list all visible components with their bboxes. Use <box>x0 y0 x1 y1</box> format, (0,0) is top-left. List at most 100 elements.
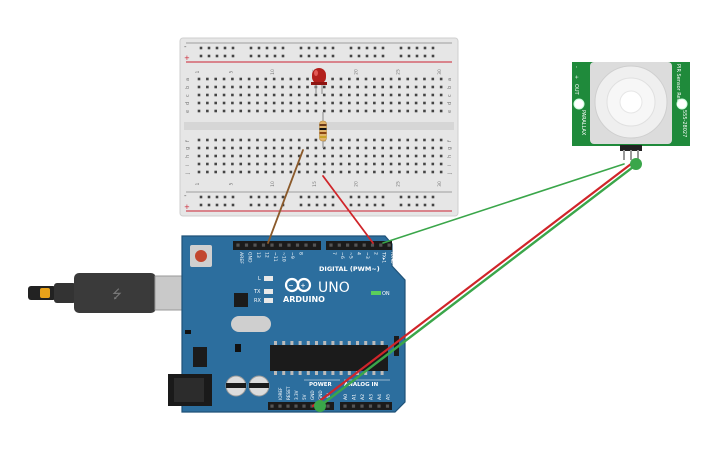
breadboard-hole[interactable] <box>256 138 259 142</box>
breadboard-hole[interactable] <box>289 101 293 105</box>
rail-hole[interactable] <box>265 203 269 207</box>
rail-hole[interactable] <box>349 195 353 199</box>
rail-hole[interactable] <box>373 54 377 58</box>
breadboard-hole[interactable] <box>306 85 309 89</box>
breadboard-hole[interactable] <box>398 85 401 89</box>
breadboard-hole[interactable] <box>414 101 418 105</box>
rail-hole[interactable] <box>257 203 261 207</box>
breadboard-hole[interactable] <box>331 146 334 150</box>
breadboard-hole[interactable] <box>348 101 351 105</box>
breadboard-hole[interactable] <box>239 85 243 89</box>
rail-hole[interactable] <box>273 195 277 199</box>
breadboard-hole[interactable] <box>272 93 276 97</box>
rail-hole[interactable] <box>407 195 411 199</box>
breadboard-hole[interactable] <box>406 138 410 142</box>
breadboard-hole[interactable] <box>406 162 410 166</box>
rail-hole[interactable] <box>281 195 285 199</box>
breadboard-hole[interactable] <box>214 146 217 150</box>
rail-hole[interactable] <box>257 195 261 199</box>
rail-hole[interactable] <box>431 46 435 50</box>
rail-hole[interactable] <box>323 195 327 199</box>
rail-hole[interactable] <box>215 46 219 50</box>
rail-hole[interactable] <box>357 46 361 50</box>
breadboard-hole[interactable] <box>339 93 343 97</box>
breadboard-hole[interactable] <box>272 170 276 174</box>
breadboard-hole[interactable] <box>256 162 259 166</box>
bottom-pin-hole[interactable] <box>385 404 390 408</box>
rail-hole[interactable] <box>199 46 203 50</box>
rail-hole[interactable] <box>207 46 211 50</box>
digital-pin-hole[interactable] <box>278 243 283 247</box>
breadboard-hole[interactable] <box>264 154 268 158</box>
breadboard-hole[interactable] <box>314 170 318 174</box>
breadboard-hole[interactable] <box>381 138 384 142</box>
breadboard-hole[interactable] <box>339 154 343 158</box>
rail-hole[interactable] <box>249 195 253 199</box>
rail-hole[interactable] <box>307 195 311 199</box>
wire-power-red[interactable] <box>311 162 633 408</box>
breadboard-hole[interactable] <box>222 146 226 150</box>
digital-pin-hole[interactable] <box>270 243 274 247</box>
breadboard-hole[interactable] <box>222 93 226 97</box>
breadboard-hole[interactable] <box>439 85 443 89</box>
breadboard-hole[interactable] <box>423 138 426 142</box>
breadboard-hole[interactable] <box>247 162 251 166</box>
breadboard-hole[interactable] <box>348 93 351 97</box>
breadboard-hole[interactable] <box>331 101 334 105</box>
rail-hole[interactable] <box>207 203 211 207</box>
breadboard-hole[interactable] <box>314 146 318 150</box>
bottom-pin-hole[interactable] <box>270 404 274 408</box>
breadboard-hole[interactable] <box>381 101 384 105</box>
breadboard-hole[interactable] <box>264 138 268 142</box>
breadboard-hole[interactable] <box>439 154 443 158</box>
rail-hole[interactable] <box>257 46 261 50</box>
breadboard-hole[interactable] <box>306 170 309 174</box>
breadboard-hole[interactable] <box>414 170 418 174</box>
breadboard-hole[interactable] <box>256 93 259 97</box>
rail-hole[interactable] <box>207 195 211 199</box>
breadboard-hole[interactable] <box>431 101 435 105</box>
breadboard-hole[interactable] <box>356 170 359 174</box>
breadboard-hole[interactable] <box>314 162 318 166</box>
breadboard-hole[interactable] <box>398 170 401 174</box>
rail-hole[interactable] <box>307 46 311 50</box>
breadboard-hole[interactable] <box>431 85 435 89</box>
breadboard-hole[interactable] <box>297 77 301 81</box>
breadboard-hole[interactable] <box>297 170 301 174</box>
breadboard-hole[interactable] <box>197 101 201 105</box>
breadboard-hole[interactable] <box>297 138 301 142</box>
breadboard-hole[interactable] <box>247 85 251 89</box>
breadboard-hole[interactable] <box>306 77 309 81</box>
rail-hole[interactable] <box>231 54 235 58</box>
breadboard-hole[interactable] <box>239 93 243 97</box>
breadboard-hole[interactable] <box>356 101 359 105</box>
rail-hole[interactable] <box>231 195 235 199</box>
breadboard-hole[interactable] <box>339 85 343 89</box>
breadboard-hole[interactable] <box>239 138 243 142</box>
breadboard-hole[interactable] <box>423 109 426 113</box>
breadboard-hole[interactable] <box>222 109 226 113</box>
breadboard-hole[interactable] <box>214 170 217 174</box>
breadboard-hole[interactable] <box>431 77 435 81</box>
rail-hole[interactable] <box>381 195 385 199</box>
breadboard-hole[interactable] <box>356 109 359 113</box>
breadboard-hole[interactable] <box>272 101 276 105</box>
breadboard-hole[interactable] <box>389 109 393 113</box>
rail-hole[interactable] <box>299 195 303 199</box>
breadboard-hole[interactable] <box>339 170 343 174</box>
rail-hole[interactable] <box>215 54 219 58</box>
breadboard-hole[interactable] <box>398 162 401 166</box>
breadboard-hole[interactable] <box>381 109 384 113</box>
breadboard-hole[interactable] <box>281 77 284 81</box>
breadboard-hole[interactable] <box>256 154 259 158</box>
rail-hole[interactable] <box>415 46 419 50</box>
wire-ground-green[interactable] <box>318 162 639 408</box>
breadboard-hole[interactable] <box>297 146 301 150</box>
breadboard-hole[interactable] <box>297 93 301 97</box>
breadboard-hole[interactable] <box>256 146 259 150</box>
breadboard-hole[interactable] <box>423 162 426 166</box>
rail-hole[interactable] <box>223 54 227 58</box>
breadboard-hole[interactable] <box>314 101 318 105</box>
rail-hole[interactable] <box>215 203 219 207</box>
